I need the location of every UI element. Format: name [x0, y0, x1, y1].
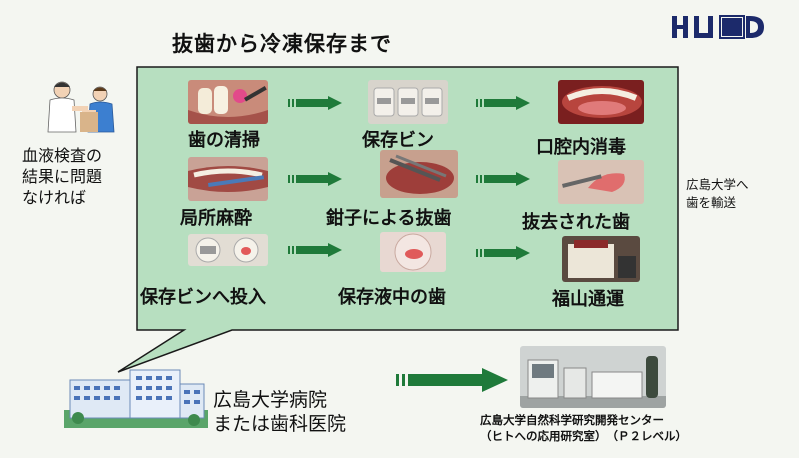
arrow-6: [476, 246, 530, 260]
arrow-2: [476, 96, 530, 110]
label-bottle-insertion: 保存ビンへ投入: [140, 287, 266, 308]
photo-tooth-cleaning: [188, 80, 268, 124]
research-center-label: 広島大学自然科学研究開発センター （ヒトへの応用研究室） （Ｐ２レベル）: [480, 413, 687, 443]
arrow-4: [476, 172, 530, 186]
photo-forceps-extraction: [380, 150, 458, 198]
label-tooth-cleaning: 歯の清掃: [188, 130, 260, 151]
label-fukuyama-transport: 福山通運: [552, 289, 624, 310]
photo-local-anesthesia: [188, 157, 268, 201]
arrow-5: [288, 243, 342, 257]
photo-shipping-box: [562, 236, 640, 282]
blood-test-illustration: [47, 81, 115, 133]
photo-research-center: [520, 346, 666, 408]
label-oral-disinfection: 口腔内消毒: [536, 137, 626, 158]
photo-tooth-in-solution: [380, 232, 446, 272]
arrow-to-center: [396, 368, 508, 392]
arrow-3: [288, 172, 342, 186]
hospital-illustration: [64, 369, 208, 428]
photo-oral-disinfection: [558, 80, 644, 124]
blood-test-note: 血液検査の 結果に問題 なければ: [22, 146, 103, 207]
label-extracted-tooth: 抜去された歯: [522, 212, 630, 233]
photo-storage-bottles: [368, 80, 448, 124]
hud-logo: [672, 15, 764, 39]
label-tooth-in-solution: 保存液中の歯: [338, 287, 446, 308]
label-forceps-extraction: 鉗子による抜歯: [326, 208, 452, 229]
photo-bottle-insertion: [188, 234, 268, 266]
label-local-anesthesia: 局所麻酔: [180, 208, 252, 229]
arrow-1: [288, 96, 342, 110]
hospital-label: 広島大学病院 または歯科医院: [213, 389, 347, 435]
page-title: 抜歯から冷凍保存まで: [172, 32, 392, 56]
photo-extracted-tooth: [558, 160, 644, 204]
label-storage-bottle: 保存ビン: [362, 130, 434, 151]
transport-note: 広島大学へ 歯を輸送: [686, 177, 749, 210]
